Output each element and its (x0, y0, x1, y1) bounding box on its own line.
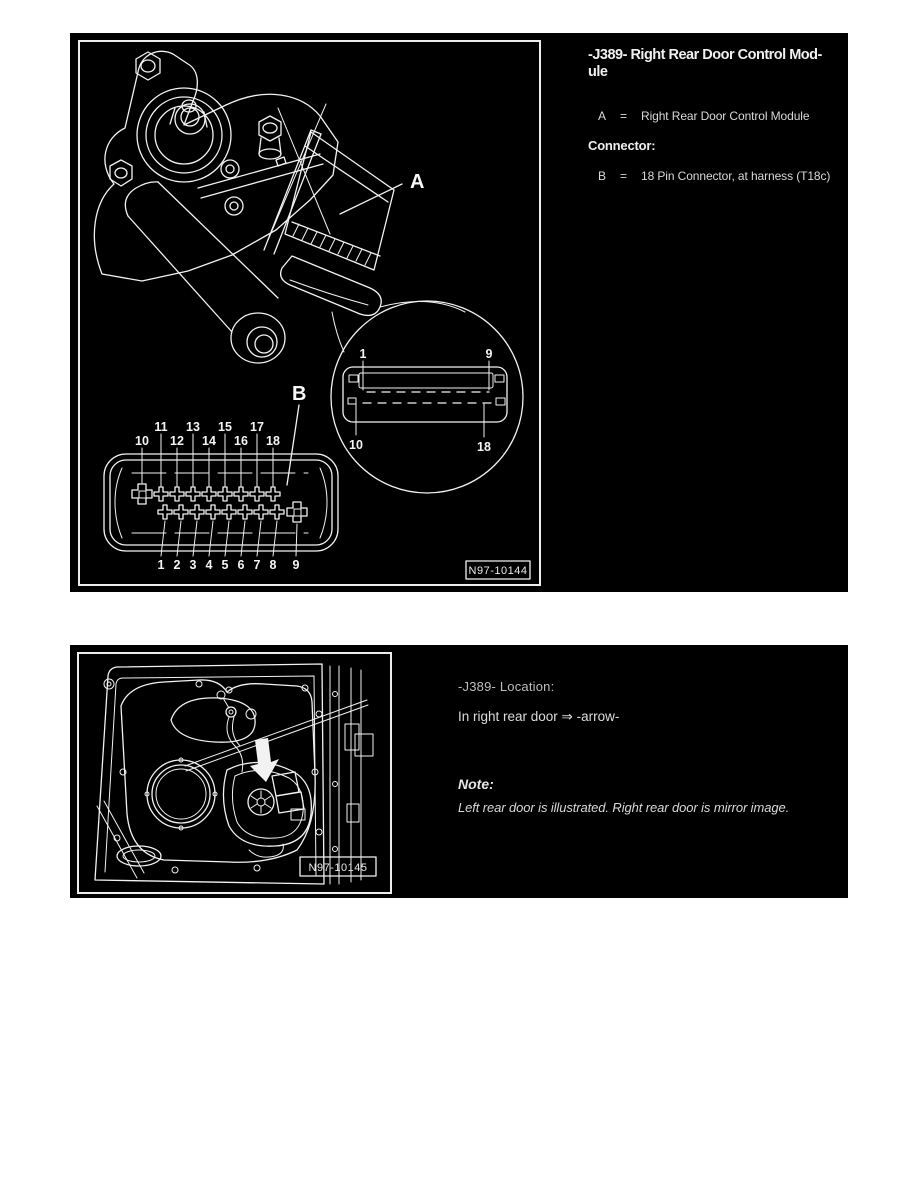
callout-a-leader (339, 183, 403, 215)
location-heading: -J389- Location: (458, 679, 555, 694)
module-hatching (292, 223, 372, 266)
legend-row-a-value: Right Rear Door Control Module (641, 109, 810, 123)
face-pin-label-5: 5 (222, 558, 229, 572)
location-line: In right rear door ⇒ -arrow- (458, 709, 620, 724)
legend-title-line1: -J389- Right Rear Door Control Mod- (588, 47, 822, 63)
funnel-line-right (379, 301, 466, 313)
face-pin-label-9: 9 (293, 558, 300, 572)
note-body: Left rear door is illustrated. Right rea… (458, 800, 790, 815)
inset-pin-label-9: 9 (486, 347, 493, 361)
hex-bolt-top (135, 51, 161, 81)
hex-bolt-right (258, 115, 282, 142)
inset-pin-label-1: 1 (360, 347, 367, 361)
callout-b-label: B (292, 383, 306, 405)
funnel-line-left (331, 311, 345, 353)
face-pin-label-18: 18 (266, 434, 280, 448)
inset-pin-label-18: 18 (477, 440, 491, 454)
face-pin-label-1: 1 (158, 558, 165, 572)
door-drawing (94, 663, 374, 885)
top-label-leaders (141, 433, 274, 487)
inset-circle (330, 300, 524, 494)
figure2-code: N97-10145 (309, 862, 368, 874)
face-pin-label-6: 6 (238, 558, 245, 572)
face-pin-label-12: 12 (170, 434, 184, 448)
callout-a-label: A (410, 171, 424, 193)
face-pin-label-17: 17 (250, 420, 264, 434)
door-location-illustration: N97-10145 (94, 663, 377, 885)
face-pin-label-2: 2 (174, 558, 181, 572)
legend-title: -J389- Right Rear Door Control Mod- ule (588, 47, 848, 81)
face-pin-label-14: 14 (202, 434, 216, 448)
connector-face-view: 10 11 12 13 14 15 16 17 18 (103, 383, 339, 572)
pins-upper-row (153, 486, 281, 502)
figure2-frame: N97-10145 (77, 652, 392, 894)
connector-side-view-inset: 1 9 10 18 (330, 300, 524, 494)
figure2-panel: N97-10145 -J389- Location: In right rear… (70, 645, 848, 898)
legend-row-b-value: 18 Pin Connector, at harness (T18c) (641, 169, 831, 183)
figure1-code-box: N97-10144 (465, 560, 531, 580)
hex-bolt-left (109, 159, 133, 187)
motor-connector-illustration: A 1 9 10 (93, 50, 531, 580)
note-heading: Note: (458, 776, 494, 792)
legend-row-b-equals: = (620, 169, 627, 183)
connector-heading: Connector: (588, 138, 656, 153)
face-pin-label-7: 7 (254, 558, 261, 572)
legend-row-b-key: B (598, 169, 606, 183)
motor-fan-spokes (250, 790, 272, 814)
legend-row-a-equals: = (620, 109, 627, 123)
location-arrow (250, 738, 279, 782)
legend-row-b: B = 18 Pin Connector, at harness (T18c) (588, 169, 830, 183)
inset-pin-label-10: 10 (349, 438, 363, 452)
callout-b-leader (286, 404, 300, 486)
figure1-panel: A 1 9 10 (70, 33, 848, 592)
legend-row-a: A = Right Rear Door Control Module (588, 109, 810, 123)
figure1-legend: -J389- Right Rear Door Control Mod- ule … (588, 47, 848, 183)
pin-9 (286, 501, 308, 523)
legend-title-line2: ule (588, 64, 608, 80)
figure2-code-box: N97-10145 (299, 856, 377, 877)
legend-row-a-key: A (598, 109, 606, 123)
bottom-label-leaders (160, 520, 298, 557)
face-pin-label-11: 11 (154, 420, 167, 434)
face-pin-label-4: 4 (206, 558, 213, 572)
motor-drawing: A (93, 50, 466, 364)
face-pin-label-8: 8 (270, 558, 277, 572)
face-pin-label-15: 15 (218, 420, 232, 434)
pin-10 (131, 483, 153, 505)
face-pin-label-13: 13 (186, 420, 200, 434)
control-module-body (284, 131, 395, 271)
face-pin-label-16: 16 (234, 434, 248, 448)
figure1-code: N97-10144 (469, 565, 528, 577)
face-pin-label-10: 10 (135, 434, 149, 448)
pins-lower-row (157, 504, 285, 520)
face-pin-label-3: 3 (190, 558, 197, 572)
figure1-frame: A 1 9 10 (78, 40, 541, 586)
